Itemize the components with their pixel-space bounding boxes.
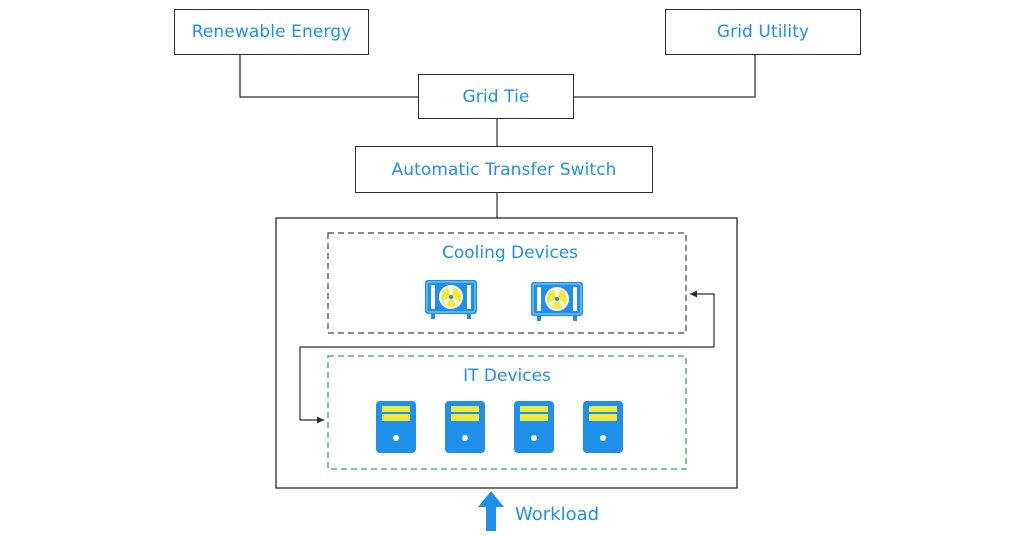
workload-label: Workload: [515, 504, 600, 525]
grid-utility-box: Grid Utility: [665, 9, 861, 55]
server-tower-icon: [376, 401, 416, 453]
arrow-up-icon: [478, 491, 504, 531]
grid-utility-label: Grid Utility: [716, 22, 810, 42]
ats-label: Automatic Transfer Switch: [391, 159, 617, 180]
server-tower-icon: [583, 401, 623, 453]
server-tower-icon: [445, 401, 485, 453]
connector-utility-to-gridtie: [574, 55, 756, 98]
grid-tie-label: Grid Tie: [462, 86, 530, 107]
it-devices-label: IT Devices: [463, 366, 551, 386]
cooling-devices-label: Cooling Devices: [441, 243, 579, 263]
datacenter-container: [275, 217, 738, 489]
loop-it-to-cooling: [299, 290, 715, 420]
it-group-border: [327, 355, 687, 470]
server-tower-icon: [514, 401, 554, 453]
connector-renewable-to-gridtie: [239, 55, 418, 98]
grid-tie-box: Grid Tie: [418, 74, 574, 119]
cooling-group-border: [327, 232, 687, 334]
fan-radiator-icon: [425, 280, 477, 319]
ats-box: Automatic Transfer Switch: [355, 146, 653, 193]
fan-radiator-icon: [531, 282, 583, 321]
renewable-energy-box: Renewable Energy: [174, 9, 369, 55]
renewable-energy-label: Renewable Energy: [191, 22, 352, 42]
